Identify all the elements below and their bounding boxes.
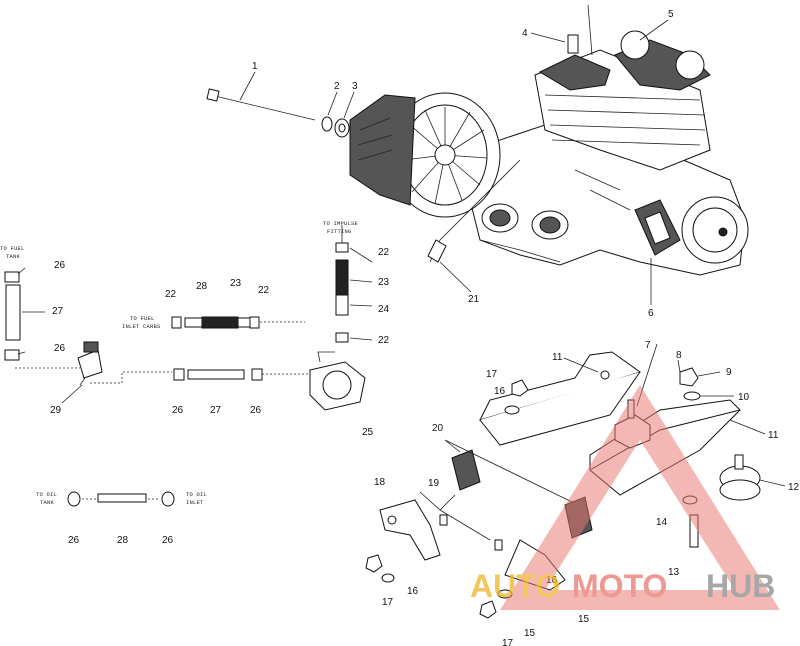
note-impulse-line1: TO IMPULSE xyxy=(323,220,359,227)
callout-16-c: 16 xyxy=(546,575,558,586)
note-oil-tank-line1: TO OIL xyxy=(36,491,57,498)
watermark-logo: AUTO MOTO HUB xyxy=(470,385,780,610)
watermark-triangle xyxy=(500,385,780,610)
callout-26-c: 26 xyxy=(172,405,184,416)
callout-4: 4 xyxy=(522,28,528,39)
callout-28-b: 28 xyxy=(117,535,129,546)
callout-27-b: 27 xyxy=(210,405,222,416)
callout-22-a: 22 xyxy=(165,289,177,300)
callout-23-b: 23 xyxy=(378,277,390,288)
callout-9: 9 xyxy=(726,367,732,378)
callout-11-upper: 11 xyxy=(552,352,563,363)
callout-22-c: 22 xyxy=(378,247,390,258)
watermark-text-moto: MOTO xyxy=(572,568,667,604)
callout-26-f: 26 xyxy=(162,535,174,546)
callout-22-b: 22 xyxy=(258,285,270,296)
note-oil-inlet-line2: INLET xyxy=(186,499,204,506)
callout-17-c: 17 xyxy=(502,638,514,646)
callout-22-d: 22 xyxy=(378,335,390,346)
callout-15-b: 15 xyxy=(524,628,536,639)
callout-26-e: 26 xyxy=(68,535,80,546)
callout-23-a: 23 xyxy=(230,278,242,289)
note-oil-tank-line2: TANK xyxy=(40,499,55,506)
callout-28-a: 28 xyxy=(196,281,208,292)
callout-16-b: 16 xyxy=(407,586,419,597)
callout-27-a: 27 xyxy=(52,306,64,317)
callout-6: 6 xyxy=(648,308,654,319)
callout-2: 2 xyxy=(334,81,340,92)
callout-29: 29 xyxy=(50,405,62,416)
callout-18: 18 xyxy=(374,477,386,488)
callout-12: 12 xyxy=(788,482,800,493)
callout-21: 21 xyxy=(468,294,480,305)
callout-26-b: 26 xyxy=(54,343,66,354)
callout-26-d: 26 xyxy=(250,405,262,416)
callout-15-a: 15 xyxy=(578,614,590,625)
engine-assembly xyxy=(206,4,749,276)
callout-14: 14 xyxy=(656,517,668,528)
watermark-text-auto: AUTO xyxy=(470,568,560,604)
callout-11-right: 11 xyxy=(768,430,779,441)
note-impulse-line2: FITTING xyxy=(327,228,352,235)
callout-5: 5 xyxy=(668,9,674,20)
callout-7: 7 xyxy=(645,340,651,351)
note-fuel-tank-line1: TO FUEL xyxy=(0,245,25,252)
watermark-text-hub: HUB xyxy=(706,568,775,604)
callout-20: 20 xyxy=(432,423,444,434)
callout-25: 25 xyxy=(362,427,374,438)
callout-numbers: 1 2 3 4 5 6 7 8 9 10 11 11 12 13 14 15 1… xyxy=(50,9,800,646)
callout-10: 10 xyxy=(738,392,750,403)
callout-8: 8 xyxy=(676,350,682,361)
callout-3: 3 xyxy=(352,81,358,92)
callout-1: 1 xyxy=(252,61,258,72)
callout-13: 13 xyxy=(668,567,680,578)
note-oil-inlet-line1: TO OIL xyxy=(186,491,207,498)
callout-19: 19 xyxy=(428,478,440,489)
callout-17-b: 17 xyxy=(382,597,394,608)
note-carbs-line1: TO FUEL xyxy=(130,315,155,322)
callout-26-a: 26 xyxy=(54,260,66,271)
note-fuel-tank-line2: TANK xyxy=(6,253,21,260)
routing-notes: TO FUEL TANK TO IMPULSE FITTING TO FUEL … xyxy=(0,220,359,506)
note-carbs-line2: INLET CARBS xyxy=(122,323,161,330)
fuel-system xyxy=(4,225,366,507)
callout-24: 24 xyxy=(378,304,390,315)
callout-17-a: 17 xyxy=(486,369,498,380)
callout-16-a: 16 xyxy=(494,386,506,397)
